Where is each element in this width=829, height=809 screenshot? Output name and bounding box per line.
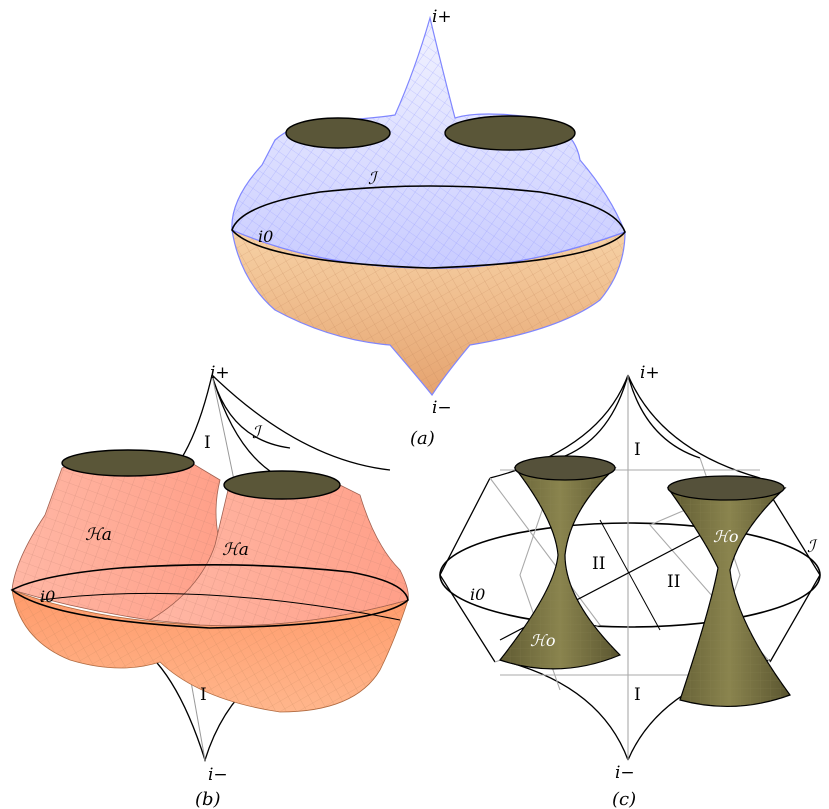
panel-a-caption: (a) [410,428,435,449]
panel-c-region-bottom: I [634,685,641,705]
panel-b-scri: ℐ [252,423,263,443]
panel-c-caption: (c) [612,789,636,809]
panel-c-horizon-right: ℋo [713,527,738,546]
panel-b-region-bottom: I [200,685,207,705]
panel-c-i-minus: i− [615,763,635,783]
panel-c-horizon-right-cone [666,475,791,708]
panel-c-region-mid-right: II [667,572,680,592]
panel-b-hole-left [61,449,195,477]
panel-c-i-plus: i+ [640,363,660,383]
panel-a-equator [231,185,626,269]
panel-c-outline-top [489,374,761,479]
panel-b-horizon-right: ℋa [222,540,249,560]
panel-c-horizon-left-cone [499,455,622,670]
panel-c-region-top: I [634,440,641,460]
panel-b-i-minus: i− [208,765,228,785]
panel-b-horizon-left: ℋa [85,525,112,545]
panel-b-hole-right [223,470,341,500]
panel-c-scri: ℐ [807,537,818,557]
panel-a-scri: ℐ [368,169,379,189]
panel-c-horizon-left: ℋo [530,631,555,650]
panel-a: i+ i− i0 ℐ (a) [231,7,626,449]
panel-b-i-zero: i0 [40,587,55,606]
panel-c-equator [439,522,821,628]
panel-a-hole-left [285,117,391,149]
panel-a-i-plus: i+ [432,7,452,27]
panel-c-i-zero: i0 [470,585,485,604]
panel-a-hole-right [444,115,576,151]
panel-c: i+ i− i0 ℐ I I II II ℋo ℋo (c) [439,363,821,809]
panel-b: i+ i− i0 ℐ I I ℋa ℋa (b) [10,363,409,809]
panel-b-equator [10,564,409,629]
panel-a-i-minus: i− [432,398,452,418]
panel-b-caption: (b) [195,789,221,809]
panel-b-region-top: I [204,433,211,453]
panel-b-i-plus: i+ [210,363,230,383]
panel-a-i-zero: i0 [258,227,273,246]
panel-c-region-mid-left: II [592,554,605,574]
